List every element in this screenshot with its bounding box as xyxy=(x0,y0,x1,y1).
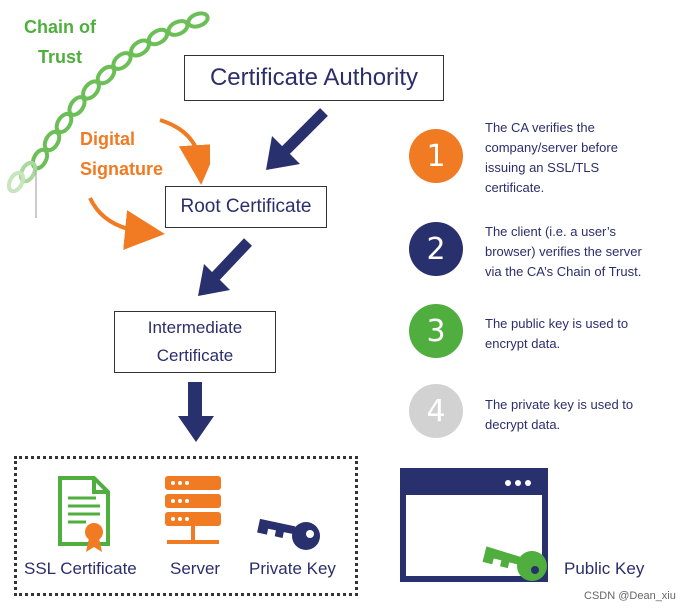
ca-to-root-arrow xyxy=(266,108,328,170)
digital-signature-label: Digital Signature xyxy=(80,129,164,179)
step-3-badge: 3 xyxy=(409,304,463,358)
server-assets-frame xyxy=(14,456,358,596)
server-label: Server xyxy=(170,559,221,578)
step-4-text: The private key is used to decrypt data. xyxy=(485,397,634,432)
step-1-badge: 1 xyxy=(409,129,463,183)
ssl-certificate-icon xyxy=(58,476,110,552)
intermediate-certificate-box: Intermediate Certificate xyxy=(114,311,276,373)
intermediate-to-certs-arrow xyxy=(178,382,214,442)
private-key-icon xyxy=(257,518,320,550)
public-key-icon xyxy=(482,546,547,581)
step-1-text: The CA verifies the company/server befor… xyxy=(485,120,618,195)
server-icon xyxy=(165,476,221,544)
ssl-certificate-label: SSL Certificate xyxy=(24,559,137,578)
public-key-label: Public Key xyxy=(564,559,645,578)
watermark: CSDN @Dean_xiu xyxy=(584,590,676,602)
step-2-badge: 2 xyxy=(409,222,463,276)
root-to-intermediate-arrow xyxy=(198,238,252,296)
step-2-text: The client (i.e. a user’s browser) verif… xyxy=(485,224,642,279)
step-4-badge: 4 xyxy=(409,384,463,438)
certificate-authority-box: Certificate Authority xyxy=(184,55,444,101)
chain-graphic xyxy=(6,11,210,218)
signature-arrows xyxy=(88,118,210,250)
root-certificate-box: Root Certificate xyxy=(165,186,327,228)
step-3-text: The public key is used to encrypt data. xyxy=(485,316,629,351)
chain-of-trust-label: Chain of Trust xyxy=(24,17,96,67)
private-key-label: Private Key xyxy=(249,559,336,578)
